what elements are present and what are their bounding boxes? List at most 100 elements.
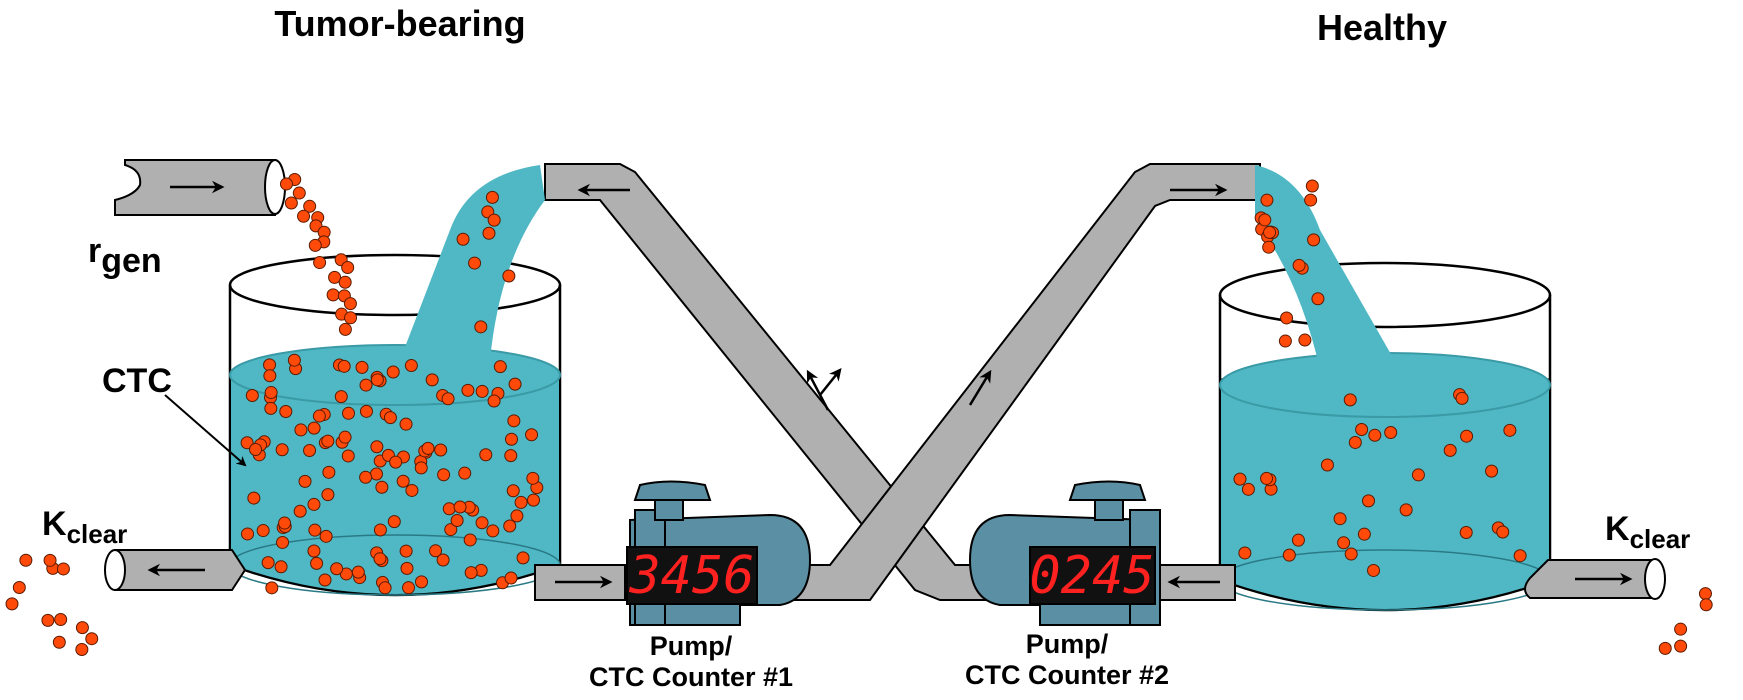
ctc-cell	[458, 466, 472, 480]
ctc-cell	[312, 409, 326, 423]
pump1-label-line1: Pump/	[650, 631, 733, 661]
ctc-cell	[508, 377, 522, 391]
ctc-cell	[75, 643, 89, 657]
ctc-cell	[444, 523, 458, 537]
ctc-cell	[1496, 525, 1510, 539]
ctc-cell	[256, 524, 270, 538]
ctc-cell	[1241, 482, 1255, 496]
k-clear-left-label: Kclear	[42, 505, 127, 549]
ctc-cell	[319, 529, 333, 543]
ctc-cell	[292, 186, 306, 200]
ctc-cell	[1513, 549, 1527, 563]
ctc-cell	[12, 580, 26, 594]
ctc-cell	[245, 389, 259, 403]
ctc-cell	[1362, 494, 1376, 508]
counter-value-1: 3456	[628, 546, 754, 606]
ctc-cell	[421, 441, 435, 455]
ctc-cell	[241, 527, 255, 541]
ctc-cell	[307, 544, 321, 558]
ctc-cell	[506, 484, 520, 498]
ctc-cell	[1291, 533, 1305, 547]
ctc-cell	[54, 612, 68, 626]
ctc-cell	[475, 384, 489, 398]
ctc-cell	[504, 449, 518, 463]
ctc-cell	[1368, 428, 1382, 442]
ctc-cell	[475, 516, 489, 530]
ctc-cell	[405, 483, 419, 497]
ctc-cell	[1367, 563, 1381, 577]
ctc-cell	[482, 226, 496, 240]
ctc-cell	[52, 635, 66, 649]
ctc-cell	[1658, 641, 1672, 655]
ctc-cell	[1343, 393, 1357, 407]
ctc-cell	[359, 470, 373, 484]
ctc-cell	[516, 551, 530, 565]
ctc-cell	[263, 358, 277, 372]
ctc-cell	[387, 515, 401, 529]
ctc-cell	[504, 432, 518, 446]
ctc-cell	[1348, 435, 1362, 449]
ctc-cell	[1384, 426, 1398, 440]
pump2-label-line1: Pump/	[1026, 629, 1109, 659]
counter-display-2	[1029, 546, 1156, 605]
ctc-cell	[1698, 587, 1712, 601]
ctc-cell	[525, 428, 539, 442]
ctc-cell	[434, 443, 448, 457]
ctc-cell	[43, 553, 57, 567]
ctc-cell	[1699, 598, 1713, 612]
ctc-cell	[1304, 193, 1318, 207]
ctc-cell	[56, 562, 70, 576]
ctc-cell	[1399, 503, 1413, 517]
ctc-cell	[442, 502, 456, 516]
ctc-cell	[526, 471, 540, 485]
ctc-cell	[1337, 536, 1351, 550]
ctc-cell	[514, 495, 528, 509]
ctc-cell	[386, 365, 400, 379]
ctc-cells	[5, 172, 1713, 657]
ctc-cell	[375, 480, 389, 494]
ctc-cell	[464, 566, 478, 580]
ctc-cell	[279, 177, 293, 191]
ctc-cell	[450, 513, 464, 527]
ctc-cell	[1282, 548, 1296, 562]
ctc-cell	[308, 238, 322, 252]
ctc-cell	[1320, 458, 1334, 472]
ctc-cell	[297, 209, 311, 223]
ctc-cell	[1280, 311, 1294, 325]
ctc-cell	[247, 491, 261, 505]
ctc-cell	[344, 311, 358, 325]
ctc-cell	[1263, 225, 1277, 239]
ctc-cell	[284, 196, 298, 210]
pump2-label-line2: CTC Counter #2	[965, 660, 1169, 690]
ctc-cell	[41, 613, 55, 627]
title-tumor-bearing: Tumor-bearing	[274, 3, 525, 44]
ctc-cell	[414, 461, 428, 475]
ctc-cell	[321, 488, 335, 502]
ctc-cell	[303, 444, 317, 458]
ctc-cell	[1307, 233, 1321, 247]
ctc-cell	[1674, 639, 1688, 653]
ctc-cell	[240, 436, 254, 450]
arrow-up-right-icon	[819, 368, 842, 396]
ctc-cell	[359, 404, 373, 418]
ctc-cell	[308, 523, 322, 537]
ctc-cell	[383, 411, 397, 425]
ctc-cell	[1333, 512, 1347, 526]
ctc-cell	[274, 560, 288, 574]
ctc-cell	[19, 553, 33, 567]
arrow-up-left-icon	[806, 369, 830, 411]
ctc-cell	[338, 275, 352, 289]
ctc-cell	[341, 449, 355, 463]
ctc-cell	[389, 455, 403, 469]
ctc-cell	[1238, 546, 1252, 560]
ctc-cell	[355, 360, 369, 374]
ctc-cell	[293, 504, 307, 518]
ctc-cell	[463, 533, 477, 547]
ctc-cell	[276, 535, 290, 549]
pump-ctc-counter-1: 3456	[626, 480, 812, 626]
ctc-cell	[328, 270, 342, 284]
ctc-cell	[370, 440, 384, 454]
ctc-cell	[436, 553, 450, 567]
ctc-cell	[337, 359, 351, 373]
